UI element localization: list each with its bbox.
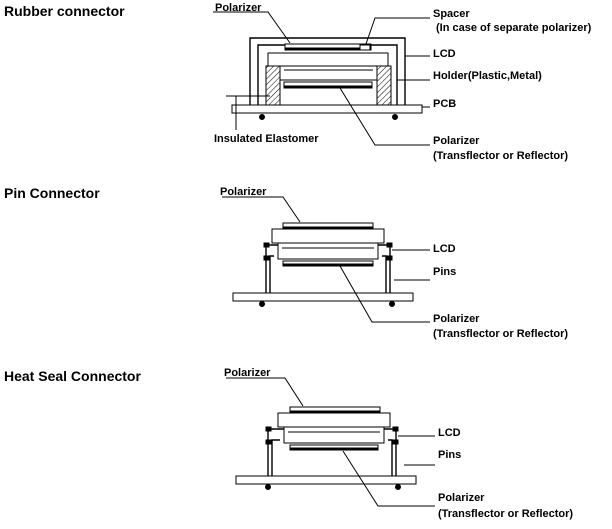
heatseal-label-polarizer-bottom-note: (Transflector or Reflector) <box>438 508 574 520</box>
rubber-label-polarizer-bottom: Polarizer <box>433 135 480 147</box>
rubber-label-spacer-note: (In case of separate polarizer) <box>436 22 592 34</box>
rubber-label-lcd: LCD <box>433 48 456 60</box>
rubber-label-elastomer: Insulated Elastomer <box>214 133 319 145</box>
pin-lcd-bottom-glass <box>277 242 379 260</box>
rubber-label-pcb: PCB <box>433 98 457 110</box>
pin-label-polarizer-bottom-note: (Transflector or Reflector) <box>433 328 569 340</box>
rubber-label-spacer: Spacer <box>433 8 470 20</box>
heatseal-label-polarizer-bottom: Polarizer <box>438 492 485 504</box>
pin-label-lcd: LCD <box>433 243 456 255</box>
rubber-pcb <box>231 104 423 114</box>
heatseal-lcd-bottom-glass <box>283 426 385 444</box>
heatseal-label-polarizer-top: Polarizer <box>224 367 271 379</box>
pin-pcb <box>232 292 414 302</box>
rubber-holder <box>249 37 406 105</box>
pin-label-pins: Pins <box>433 266 457 278</box>
heat-seal-connector-title: Heat Seal Connector <box>4 368 141 384</box>
pin-label-polarizer-top: Polarizer <box>220 186 267 198</box>
rubber-label-polarizer-bottom-note: (Transflector or Reflector) <box>433 150 569 162</box>
heatseal-pcb <box>235 475 417 485</box>
heatseal-label-lcd: LCD <box>438 427 461 439</box>
pin-label-polarizer-bottom: Polarizer <box>433 313 480 325</box>
rubber-connector-title: Rubber connector <box>4 3 125 19</box>
heatseal-strip-right <box>384 428 397 476</box>
rubber-label-polarizer-top: Polarizer <box>215 2 262 14</box>
heatseal-strip-left <box>267 428 284 476</box>
rubber-spacer <box>359 44 371 51</box>
pin-connector-title: Pin Connector <box>4 185 100 201</box>
heatseal-label-pins: Pins <box>438 449 462 461</box>
rubber-label-holder: Holder(Plastic,Metal) <box>433 70 542 82</box>
heatseal-lcd-top-glass <box>277 412 391 428</box>
